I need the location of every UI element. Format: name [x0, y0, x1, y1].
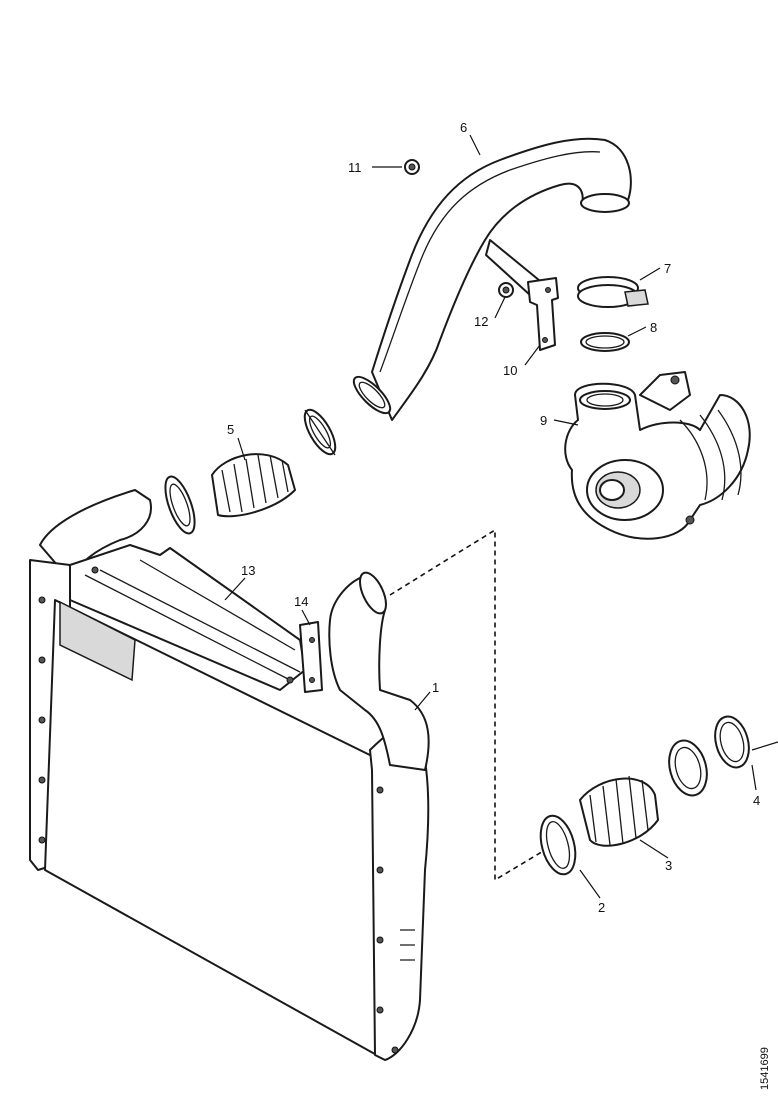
dashed-detail-link: [389, 528, 546, 882]
callout-2: 2: [598, 900, 605, 915]
bracket-14: [299, 621, 323, 693]
hose-clamp-mid: [668, 739, 708, 797]
callout-12: 12: [474, 314, 488, 329]
callout-9: 9: [540, 413, 547, 428]
callout-5: 5: [227, 422, 234, 437]
callout-4: 4: [753, 793, 760, 808]
clamp-2: [539, 814, 577, 876]
hose-clamp-lower: [164, 475, 196, 535]
callout-10: 10: [503, 363, 517, 378]
bolt-11: [404, 159, 420, 175]
callout-1: 1: [432, 680, 439, 695]
callout-3: 3: [665, 858, 672, 873]
leader-lines: [224, 134, 778, 899]
charge-air-cooler-1: [29, 489, 430, 1061]
seal-ring-8: [580, 332, 630, 352]
clamp-7: [577, 276, 649, 308]
turbocharger-9: [564, 371, 751, 540]
hose-5: [211, 453, 296, 518]
callout-7: 7: [664, 261, 671, 276]
hose-3: [579, 775, 659, 847]
callout-6: 6: [460, 120, 467, 135]
callout-14: 14: [294, 594, 308, 609]
callout-11: 11: [348, 160, 362, 175]
hose-clamp-upper: [303, 408, 337, 456]
callout-8: 8: [650, 320, 657, 335]
callout-labels: 1 2 3 4 5 6 7 8 9 10 11 12 13 14: [227, 120, 760, 915]
seal-4: [714, 715, 750, 769]
document-number: 1541699: [759, 1047, 771, 1090]
rail-13: [69, 544, 306, 691]
bolt-12: [498, 282, 514, 298]
bracket-10: [527, 277, 559, 351]
callout-13: 13: [241, 563, 255, 578]
